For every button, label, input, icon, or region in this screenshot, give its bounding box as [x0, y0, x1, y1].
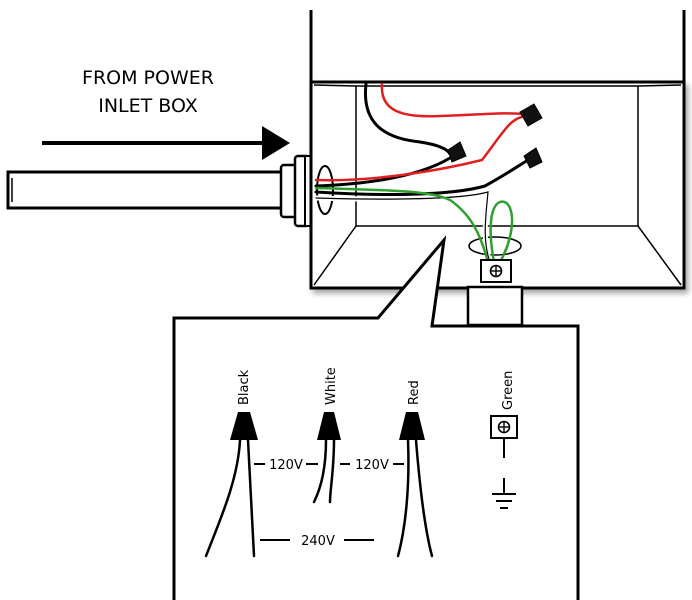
voltage-lines	[254, 463, 404, 541]
box-wires	[313, 82, 530, 265]
callout-wires	[204, 438, 434, 558]
box-wire-nut-red	[519, 103, 543, 127]
ground-symbol-icon	[492, 438, 516, 509]
box-interior	[313, 84, 682, 286]
conduit-pipe	[6, 154, 313, 228]
conduit-opening	[316, 165, 334, 215]
wire-label-black: Black	[237, 369, 252, 405]
caption-line-2: INLET BOX	[98, 95, 198, 117]
box-wire-nut-black	[447, 141, 467, 163]
voltage-black-white: 120V	[269, 458, 303, 473]
voltage-white-red: 120V	[355, 458, 389, 473]
caption-line-1: FROM POWER	[82, 67, 214, 89]
wire-label-white: White	[324, 367, 339, 405]
box-wire-nut-black-2	[523, 147, 543, 169]
voltage-black-red: 240V	[301, 534, 335, 549]
arrow-icon	[42, 126, 290, 160]
ground-screw-icon	[490, 415, 518, 439]
callout-panel	[172, 235, 580, 600]
bottom-fitting	[466, 285, 524, 327]
wire-label-green: Green	[501, 371, 516, 410]
box-ground-screw	[480, 259, 512, 283]
bottom-knockout	[468, 236, 522, 256]
wire-nut-icon	[230, 412, 425, 440]
wire-label-red: Red	[407, 380, 422, 405]
